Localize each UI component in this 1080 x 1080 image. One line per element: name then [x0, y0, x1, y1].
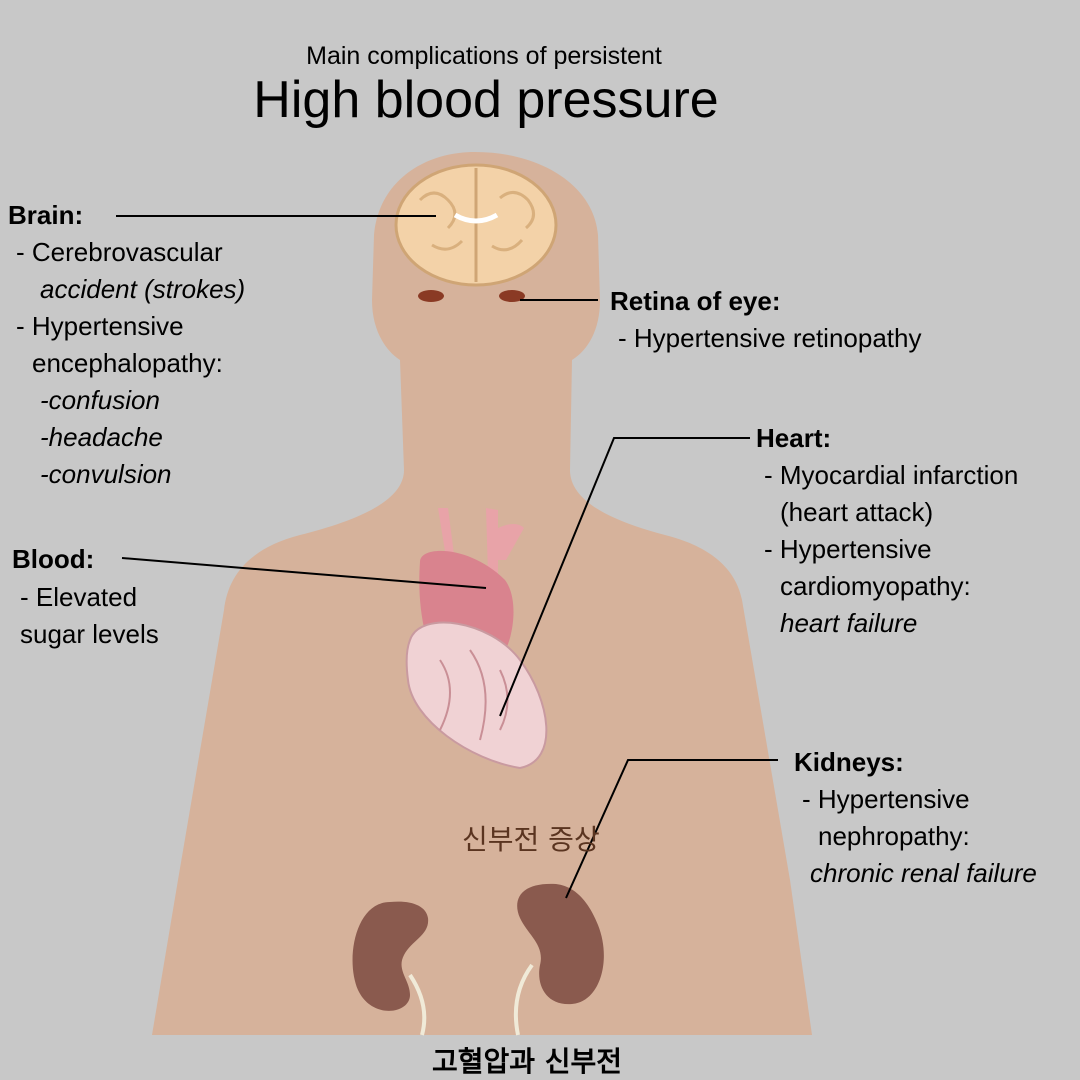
diagram-title: High blood pressure [253, 71, 719, 129]
heart-heading: Heart: [756, 423, 832, 453]
retina-line-1: - Hypertensive retinopathy [618, 323, 922, 353]
kidneys-line-2: nephropathy: [818, 821, 970, 851]
brain-line-6: -headache [40, 422, 163, 452]
center-caption: 신부전 증상 [462, 823, 600, 856]
heart-graphic [405, 508, 548, 770]
blood-heading: Blood: [12, 544, 95, 574]
brain-line-7: -convulsion [40, 459, 172, 489]
kidneys-graphic [352, 883, 604, 1036]
heart-line-2: (heart attack) [780, 497, 934, 527]
heart-line-1: - Myocardial infarction [764, 460, 1019, 490]
kidneys-line-1: - Hypertensive [802, 784, 970, 814]
blood-leader-line [121, 557, 487, 589]
brain-line-5: -confusion [40, 385, 160, 415]
left-eye [418, 290, 444, 302]
kidneys-line-3: chronic renal failure [810, 858, 1037, 888]
leader-lines [116, 215, 778, 899]
kidneys-heading: Kidneys: [794, 747, 904, 777]
heart-line-4: cardiomyopathy: [780, 571, 971, 601]
bottom-caption: 고혈압과 신부전 [432, 1045, 623, 1078]
brain-line-2: accident (strokes) [40, 274, 246, 304]
heart-line-5: heart failure [780, 608, 918, 638]
blood-line-1: - Elevated [20, 582, 138, 612]
brain-graphic [394, 163, 558, 287]
diagram-subtitle: Main complications of persistent [306, 42, 662, 70]
heart-line-3: - Hypertensive [764, 534, 932, 564]
brain-line-3: - Hypertensive [16, 311, 184, 341]
retina-heading: Retina of eye: [610, 286, 781, 316]
right-eye [499, 290, 525, 302]
brain-line-4: encephalopathy: [32, 348, 223, 378]
kidneys-leader-line [565, 759, 778, 899]
blood-line-2: sugar levels [20, 619, 159, 649]
heart-leader-line [499, 437, 750, 717]
brain-heading: Brain: [8, 200, 84, 230]
brain-line-1: - Cerebrovascular [16, 237, 223, 267]
